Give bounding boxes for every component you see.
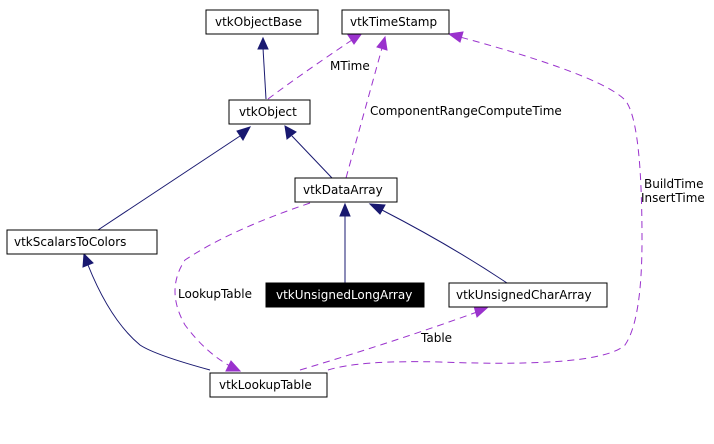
arrowhead-table <box>473 305 489 318</box>
node-label-vtkobjectbase: vtkObjectBase <box>215 15 302 29</box>
node-label-vtkscalarstocolors: vtkScalarsToColors <box>14 235 126 249</box>
node-vtkunsignedchararray[interactable]: vtkUnsignedCharArray <box>448 282 608 308</box>
label-mtime: MTime <box>330 59 370 73</box>
node-vtktimestamp[interactable]: vtkTimeStamp <box>341 9 450 35</box>
arrowhead-objectbase <box>257 36 269 50</box>
edge-scalarstocolors-to-object <box>97 135 241 231</box>
arrowhead-dataarray-from-long <box>339 202 351 217</box>
edge-buildtime-inserttime <box>327 36 643 371</box>
edge-dataarray-to-object <box>291 135 333 179</box>
node-vtkobjectbase[interactable]: vtkObjectBase <box>205 9 319 35</box>
node-label-vtkobject: vtkObject <box>239 105 297 119</box>
label-insert-time: InsertTime <box>641 191 705 205</box>
edge-component-range-compute-time <box>345 47 383 179</box>
label-component-range-compute-time: ComponentRangeComputeTime <box>370 104 562 118</box>
edge-mtime <box>267 39 353 100</box>
edge-lookuptable-to-scalarstocolors <box>87 264 211 371</box>
arrowhead-scalarstocolors <box>82 252 94 268</box>
node-label-vtkunsignedchararray: vtkUnsignedCharArray <box>456 288 592 302</box>
label-table: Table <box>420 331 452 345</box>
node-label-vtkunsignedlongarray: vtkUnsignedLongArray <box>276 288 412 302</box>
label-lookup-table: LookupTable <box>178 287 252 301</box>
edge-lookup-table <box>174 202 311 367</box>
node-vtkobject[interactable]: vtkObject <box>228 99 311 125</box>
arrowhead-component-range <box>376 35 388 51</box>
edge-table <box>299 311 478 371</box>
edge-unsignedchar-to-dataarray <box>381 209 508 284</box>
arrowhead-lookup-table <box>225 360 242 372</box>
node-vtkscalarstocolors[interactable]: vtkScalarsToColors <box>6 229 158 255</box>
node-label-vtkdataarray: vtkDataArray <box>303 183 383 197</box>
node-vtkunsignedlongarray[interactable]: vtkUnsignedLongArray <box>265 282 425 308</box>
arrowhead-dataarray-from-char <box>368 203 386 215</box>
label-build-time: BuildTime <box>644 177 704 191</box>
node-vtklookuptable[interactable]: vtkLookupTable <box>209 372 328 398</box>
arrowhead-object-from-scalarstocolors <box>236 126 252 141</box>
arrowhead-object-from-dataarray <box>284 125 297 140</box>
arrowhead-timestamp-buildtime <box>447 31 464 43</box>
arrowhead-mtime <box>347 32 364 45</box>
node-label-vtktimestamp: vtkTimeStamp <box>350 15 437 29</box>
node-vtkdataarray[interactable]: vtkDataArray <box>294 177 398 203</box>
node-label-vtklookuptable: vtkLookupTable <box>219 378 312 392</box>
edge-object-to-objectbase <box>262 47 267 100</box>
